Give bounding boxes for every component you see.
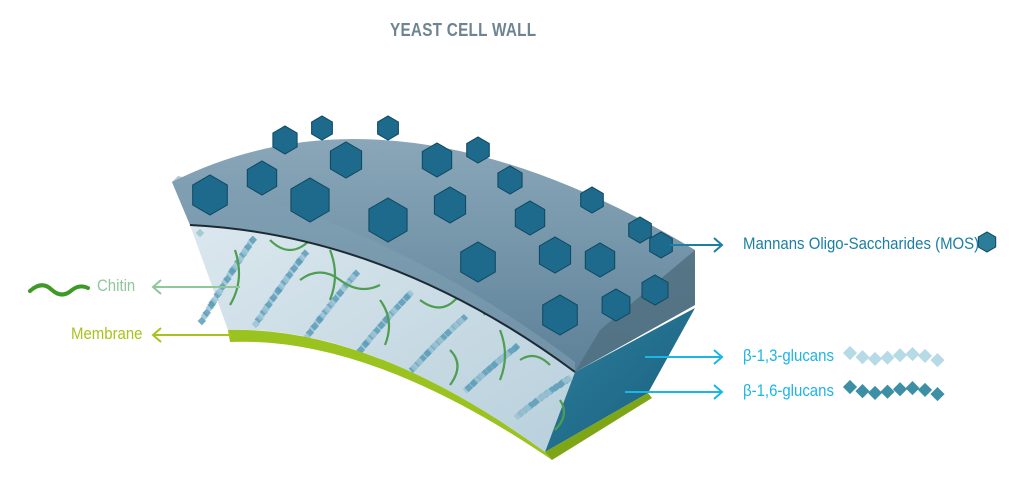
mannan-molecules bbox=[192, 115, 673, 336]
mannan-layer-front bbox=[172, 176, 575, 372]
mannan-hexagon bbox=[497, 165, 523, 195]
membrane-arrow bbox=[151, 327, 232, 343]
mannan-hexagon bbox=[466, 136, 490, 164]
mannan-hexagon bbox=[246, 160, 278, 196]
mannan-hexagon bbox=[584, 242, 616, 278]
glucan-layer-side bbox=[545, 308, 695, 452]
mos-legend-icon bbox=[977, 231, 997, 253]
b16-glucans-label: β-1,6-glucans bbox=[743, 381, 834, 400]
b13-glucan-legend-icon bbox=[842, 345, 945, 368]
mos-label: Mannans Oligo-Saccharides (MOS) bbox=[743, 234, 980, 253]
mannan-hexagon bbox=[641, 274, 669, 306]
glucan-chains bbox=[195, 228, 574, 421]
chitin-arrow bbox=[151, 279, 240, 295]
mannan-hexagon bbox=[192, 174, 228, 216]
mannan-hexagon bbox=[628, 216, 652, 244]
mannan-hexagon bbox=[649, 231, 673, 259]
mannan-hexagon bbox=[368, 197, 408, 243]
mannan-hexagon bbox=[580, 186, 604, 214]
chitin-label: Chitin bbox=[97, 276, 136, 295]
membrane-side bbox=[545, 393, 652, 460]
b16-arrow bbox=[625, 384, 724, 400]
mannan-hexagon bbox=[514, 200, 546, 236]
mannan-hexagon bbox=[977, 231, 997, 253]
mannan-hexagon bbox=[433, 186, 467, 224]
chitin-legend-icon bbox=[28, 283, 90, 297]
b13-arrow bbox=[645, 349, 724, 365]
mannan-hexagon bbox=[329, 141, 363, 179]
mannan-hexagon bbox=[377, 115, 399, 141]
mannan-hexagon bbox=[290, 177, 330, 223]
b13-glucans-label: β-1,3-glucans bbox=[743, 346, 834, 365]
layer-boundary bbox=[189, 224, 576, 373]
mannan-hexagon bbox=[538, 236, 572, 274]
mos-arrow bbox=[670, 237, 724, 253]
mannan-hexagon bbox=[311, 115, 333, 141]
mannan-hexagon bbox=[460, 241, 496, 283]
mannan-hexagon bbox=[542, 294, 578, 336]
mannan-hexagon bbox=[421, 142, 453, 178]
mannan-hexagon bbox=[272, 125, 298, 155]
membrane-label: Membrane bbox=[71, 324, 143, 343]
b16-glucan-legend-icon bbox=[842, 379, 945, 402]
diagram-title: YEAST CELL WALL bbox=[390, 20, 537, 40]
mannan-hexagon bbox=[601, 288, 631, 322]
